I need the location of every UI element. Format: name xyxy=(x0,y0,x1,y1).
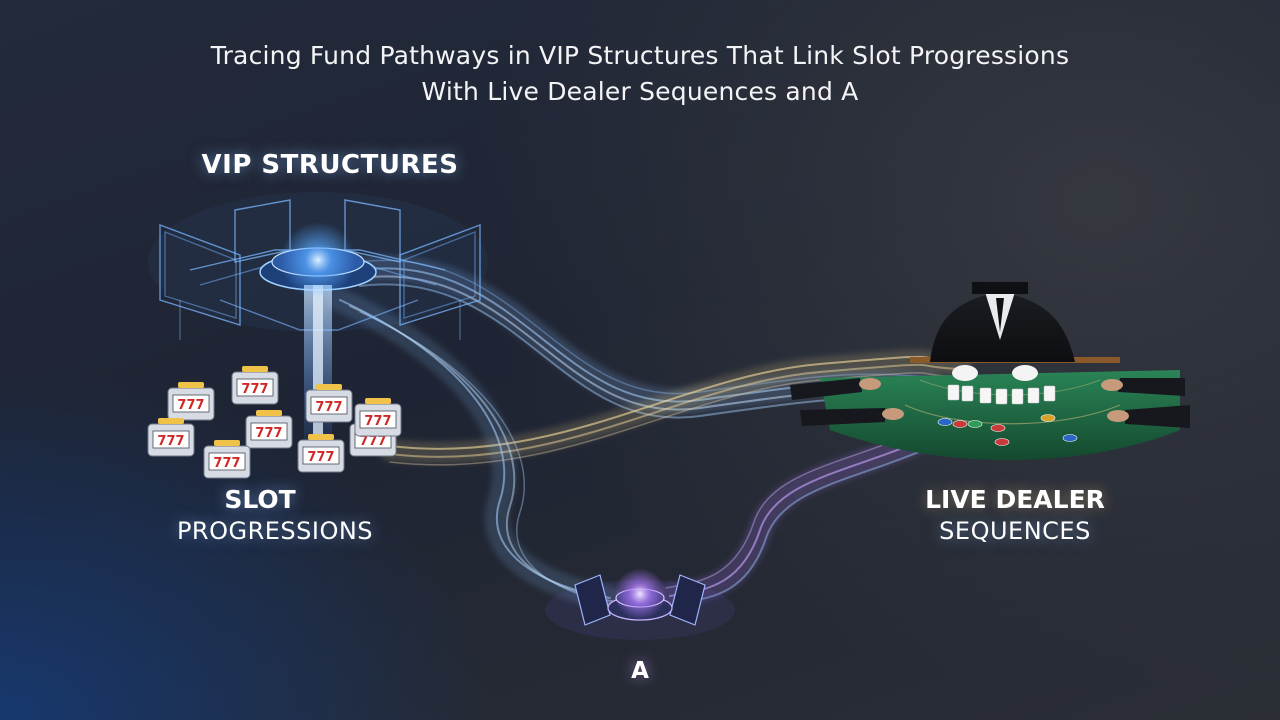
slot-reels: 777 xyxy=(364,414,391,429)
path-vip-to-a xyxy=(328,288,623,610)
slot-machine-icon: 777 xyxy=(203,440,251,479)
live-dealer-label-line-1: LIVE DEALER xyxy=(925,485,1105,514)
slot-reels: 777 xyxy=(241,382,268,397)
slot-machine-icon: 777 xyxy=(354,398,402,437)
dealer-table-icon xyxy=(790,282,1190,460)
slot-reels: 777 xyxy=(359,434,386,449)
slot-reels: 777 xyxy=(315,400,342,415)
title-line-1: Tracing Fund Pathways in VIP Structures … xyxy=(210,41,1070,70)
page-title: Tracing Fund Pathways in VIP Structures … xyxy=(0,38,1280,110)
vip-structures-label: VIP STRUCTURES xyxy=(201,150,459,180)
slot-machine-icon: 777 xyxy=(245,410,293,449)
slot-machine-icon: 777 xyxy=(147,418,195,457)
slot-reels: 777 xyxy=(177,398,204,413)
slot-machines: 777 777 777 777 777 777 777 777 777 xyxy=(147,366,402,479)
a-node-label: A xyxy=(631,658,649,684)
path-live-to-a xyxy=(658,408,972,608)
live-dealer-label-line-2: SEQUENCES xyxy=(939,517,1091,545)
slot-machine-icon: 777 xyxy=(297,434,345,473)
slot-reels: 777 xyxy=(213,456,240,471)
slot-machine-icon: 777 xyxy=(231,366,279,405)
slot-label-line-1: SLOT xyxy=(224,485,296,514)
hub-node-icon xyxy=(545,568,735,640)
slot-machine-icon: 777 xyxy=(305,384,353,423)
vip-platform-icon xyxy=(148,192,488,445)
slot-reels: 777 xyxy=(255,426,282,441)
slot-reels: 777 xyxy=(157,434,184,449)
slot-reels: 777 xyxy=(307,450,334,465)
title-line-2: With Live Dealer Sequences and A xyxy=(421,77,859,106)
slot-machine-icon: 777 xyxy=(167,382,215,421)
slot-label-line-2: PROGRESSIONS xyxy=(176,517,374,545)
